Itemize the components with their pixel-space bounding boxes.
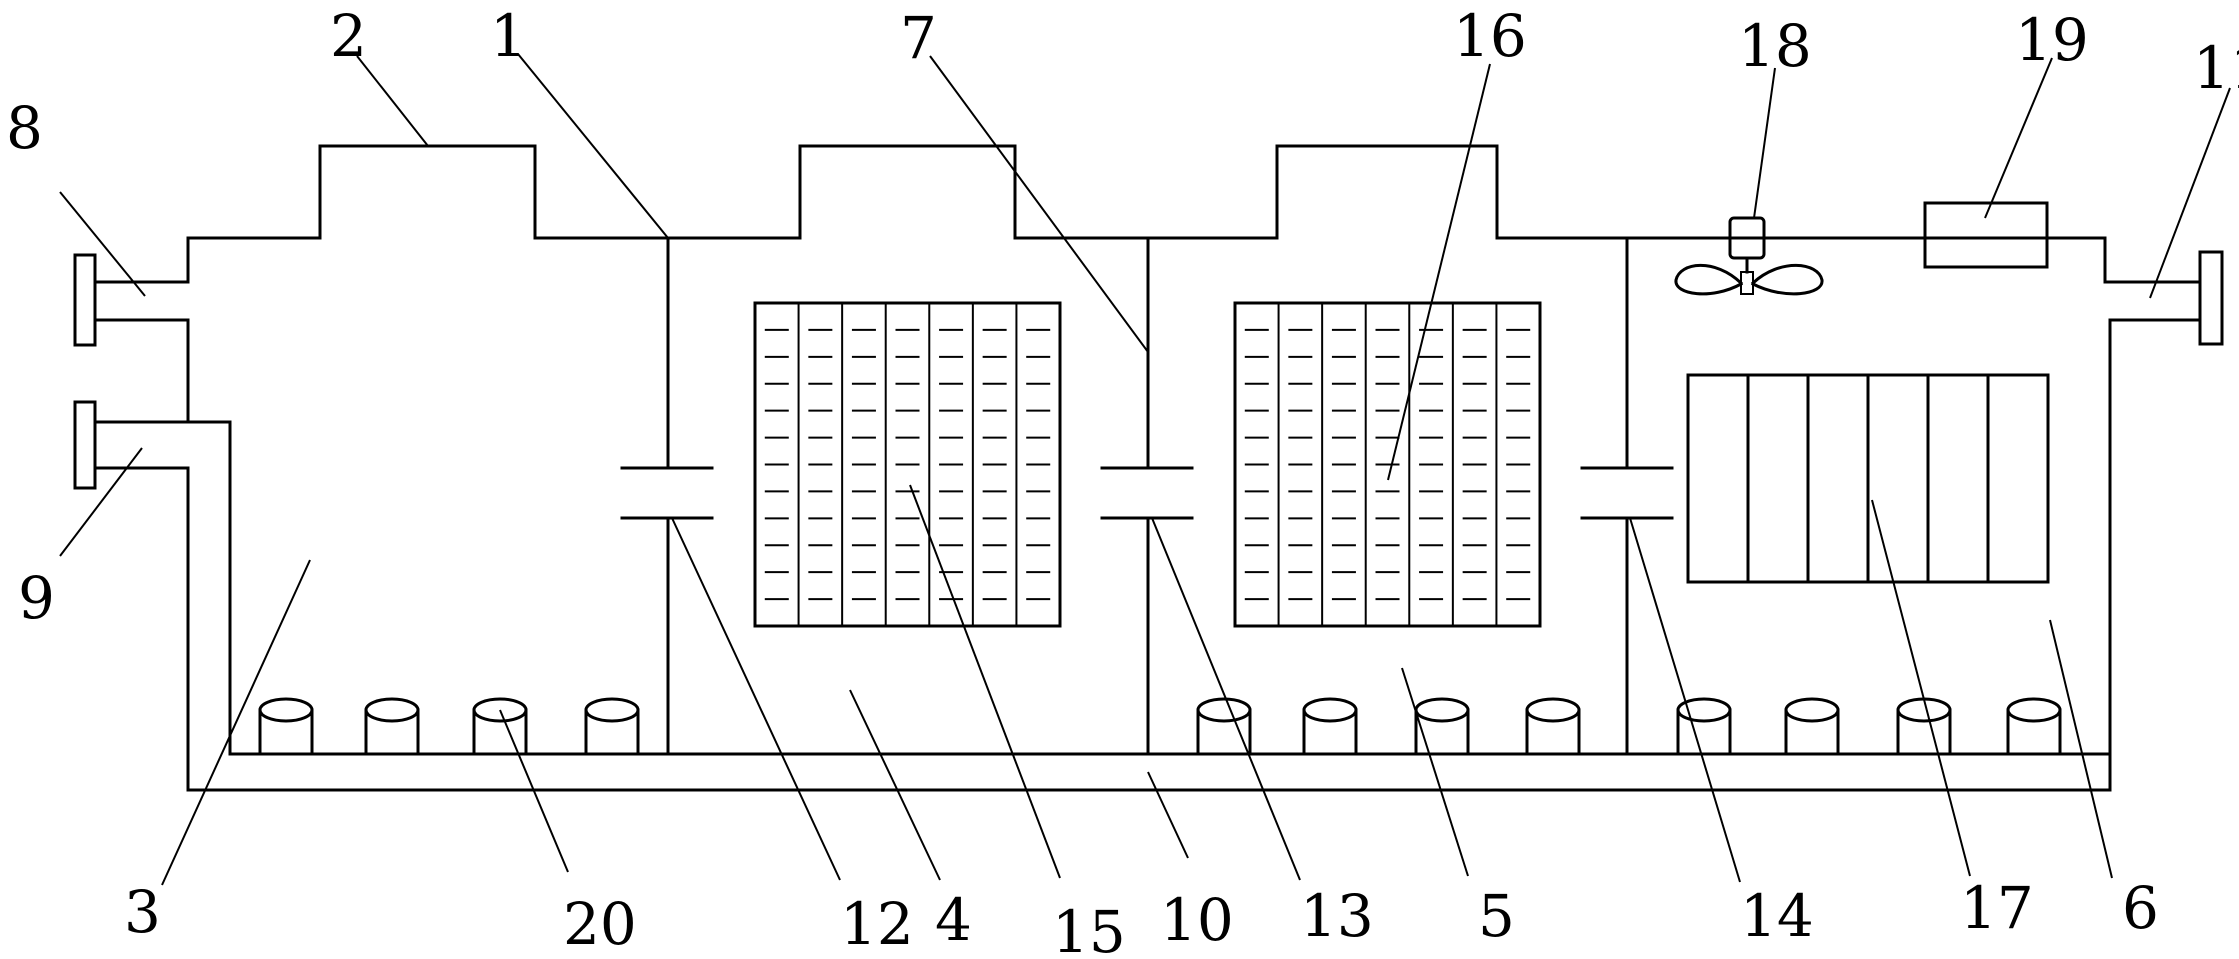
diffuser-head <box>1302 697 1358 723</box>
label-7: 7 <box>900 4 937 72</box>
label-17: 17 <box>1960 874 2034 942</box>
grid-frame <box>1233 301 1542 628</box>
diffuser-base <box>228 708 670 756</box>
label-4: 4 <box>935 886 972 954</box>
label-15: 15 <box>1052 898 1126 959</box>
outlet-pipe-11 <box>2103 250 2224 346</box>
diffuser-base <box>1146 708 1629 756</box>
diffuser-head <box>364 697 420 723</box>
label-14: 14 <box>1740 882 1814 950</box>
diffuser-head <box>1196 697 1252 723</box>
label-9: 9 <box>18 564 55 632</box>
label-2: 2 <box>330 2 367 70</box>
label-19: 19 <box>2015 6 2089 74</box>
label-5: 5 <box>1478 882 1515 950</box>
partition-wall-7 <box>1100 236 1194 756</box>
diffuser-head <box>1676 697 1732 723</box>
diffuser-base <box>1625 708 2112 756</box>
fan-18 <box>1674 216 1824 296</box>
label-20: 20 <box>563 890 637 958</box>
aeration-diffusers-20 <box>228 697 2112 756</box>
label-11: 11 <box>2193 34 2239 102</box>
label-16: 16 <box>1453 2 1527 70</box>
leader-lines <box>59 53 2231 886</box>
plate-module-17 <box>1686 373 2050 584</box>
diffuser-head <box>472 697 528 723</box>
diffuser-head <box>1414 697 1470 723</box>
diffuser-head <box>584 697 640 723</box>
inlet-pipe-8 <box>73 253 190 347</box>
diffuser-head <box>258 697 314 723</box>
label-12: 12 <box>840 890 914 958</box>
diffuser-head <box>1784 697 1840 723</box>
filter-media-grid-16 <box>1233 301 1542 628</box>
label-8: 8 <box>6 94 43 162</box>
number-labels: 2 1 7 16 18 19 11 8 9 3 20 12 4 15 10 13… <box>6 2 2239 959</box>
label-1: 1 <box>490 2 527 70</box>
diffuser-head <box>1525 697 1581 723</box>
label-10: 10 <box>1160 886 1234 954</box>
label-6: 6 <box>2122 874 2159 942</box>
partition-wall-1 <box>620 236 714 756</box>
partition-wall-3 <box>1580 236 1674 756</box>
label-13: 13 <box>1300 882 1374 950</box>
label-18: 18 <box>1738 12 1812 80</box>
filter-media-grid-15 <box>753 301 1062 628</box>
pipe-9 <box>73 400 232 756</box>
label-3: 3 <box>124 878 161 946</box>
grid-frame <box>753 301 1062 628</box>
control-box-19 <box>1923 201 2049 269</box>
diffuser-head <box>2006 697 2062 723</box>
